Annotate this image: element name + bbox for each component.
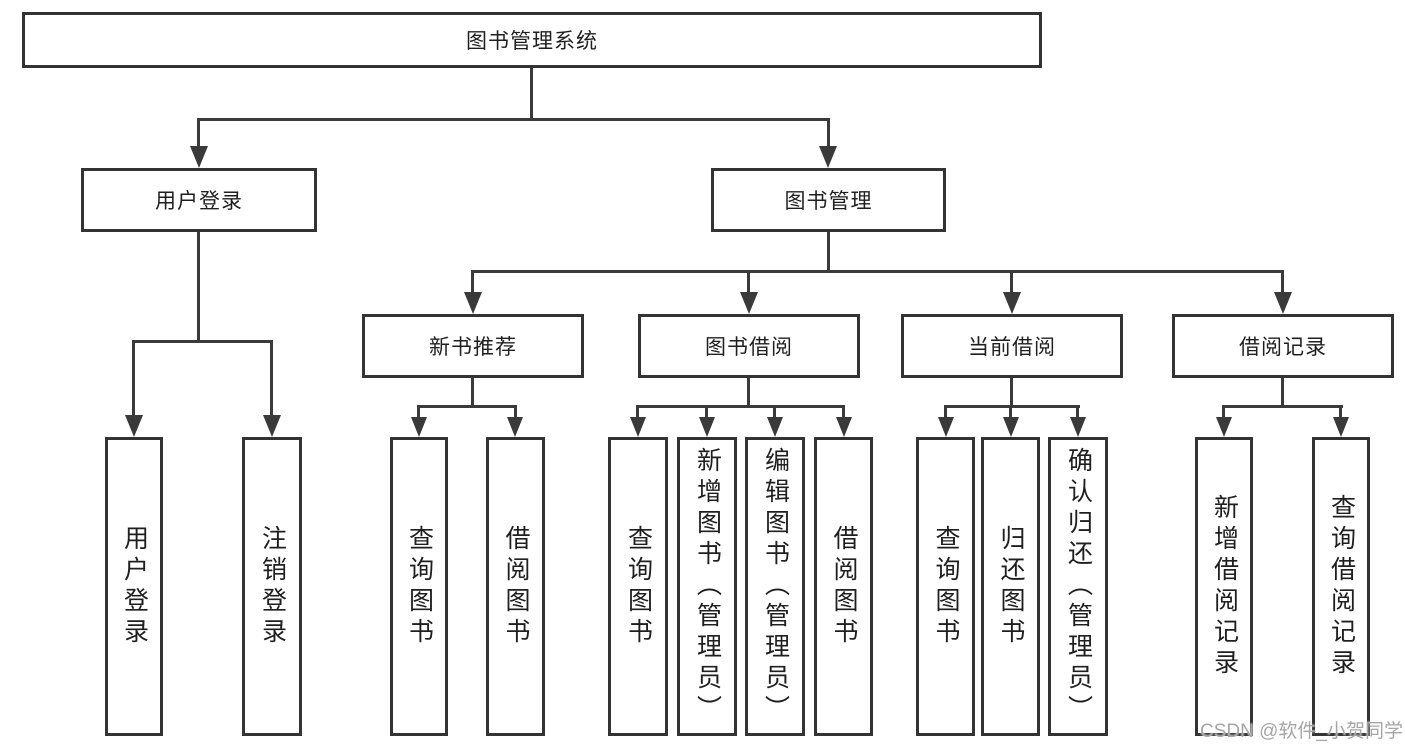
connector-line [747,376,750,407]
node-new-book-recommend-label: 新书推荐 [429,336,517,359]
connector-line [197,230,200,342]
node-book-management: 图书管理 [711,168,946,232]
arrow-down-icon [411,417,427,437]
node-leaf-user-login: 用户登录 [105,437,163,736]
node-leaf-add-borrow-record: 新增借阅记录 [1195,437,1253,736]
node-leaf-return-book-label: 归还图书 [997,524,1025,649]
connector-line [944,405,1080,408]
node-leaf-query-books-3: 查询图书 [916,437,975,736]
connector-line [132,340,273,343]
connector-line [1222,405,1225,419]
connector-line [944,405,947,419]
connector-line [132,340,135,418]
connector-line [1281,376,1284,407]
connector-line [827,118,830,148]
node-leaf-confirm-return-admin: 确认归还（管理员） [1048,437,1108,736]
node-book-borrowing: 图书借阅 [638,314,860,378]
connector-line [514,405,517,419]
connector-line [773,405,776,419]
node-leaf-confirm-return-admin-label: 确认归还（管理员） [1064,447,1093,726]
connector-line [1339,405,1342,419]
arrow-down-icon [699,417,715,437]
connector-line [417,405,420,419]
connector-line [1010,376,1013,407]
node-leaf-logout-label: 注销登录 [258,524,287,649]
connector-line [197,118,200,148]
arrow-down-icon [938,417,954,437]
node-leaf-edit-book-admin-label: 编辑图书（管理员） [761,447,790,726]
connector-line [471,376,474,407]
node-user-login-group: 用户登录 [81,168,317,232]
node-leaf-query-borrow-record: 查询借阅记录 [1312,437,1370,736]
node-leaf-add-borrow-record-label: 新增借阅记录 [1210,493,1239,680]
arrow-down-icon [1003,292,1021,314]
watermark-text: CSDN @软件_小贺同学 [1200,721,1403,742]
connector-line [636,405,639,419]
node-leaf-logout: 注销登录 [242,437,302,736]
arrow-down-icon [1070,417,1086,437]
connector-line [270,340,273,418]
node-root: 图书管理系统 [22,12,1042,68]
node-new-book-recommend: 新书推荐 [362,314,584,378]
connector-line [1009,405,1012,419]
arrow-down-icon [630,417,646,437]
connector-line [530,66,533,118]
arrow-down-icon [125,415,143,437]
connector-line [417,405,517,408]
connector-line [705,405,708,419]
node-root-label: 图书管理系统 [466,30,598,53]
arrow-down-icon [190,146,208,168]
arrow-down-icon [1003,417,1019,437]
node-leaf-return-book: 归还图书 [981,437,1040,736]
connector-line [197,118,830,121]
connector-line [1076,405,1079,419]
node-leaf-query-books-3-label: 查询图书 [932,524,960,649]
node-leaf-query-borrow-record-label: 查询借阅记录 [1327,493,1356,680]
arrow-down-icon [507,417,523,437]
node-leaf-add-book-admin: 新增图书（管理员） [677,437,737,736]
connector-line [1010,270,1013,296]
node-leaf-query-books-2-label: 查询图书 [624,524,653,649]
arrow-down-icon [819,146,837,168]
node-current-borrowing: 当前借阅 [901,314,1123,378]
node-leaf-borrow-books-1-label: 借阅图书 [502,524,530,649]
connector-line [827,230,830,272]
node-book-management-label: 图书管理 [784,190,873,213]
connector-line [471,270,1284,273]
connector-line [471,270,474,296]
arrow-down-icon [464,292,482,314]
arrow-down-icon [1333,417,1349,437]
node-borrowing-records: 借阅记录 [1172,314,1394,378]
arrow-down-icon [740,292,758,314]
node-leaf-borrow-books-2-label: 借阅图书 [830,524,858,649]
connector-line [636,405,845,408]
node-leaf-query-books-2: 查询图书 [608,437,668,736]
arrow-down-icon [767,417,783,437]
node-leaf-borrow-books-1: 借阅图书 [486,437,545,736]
node-leaf-query-books-1-label: 查询图书 [405,524,434,649]
connector-line [1281,270,1284,296]
connector-line [842,405,845,419]
node-leaf-edit-book-admin: 编辑图书（管理员） [745,437,805,736]
node-current-borrowing-label: 当前借阅 [968,336,1056,359]
arrow-down-icon [836,417,852,437]
node-leaf-query-books-1: 查询图书 [390,437,448,736]
node-user-login-group-label: 用户登录 [155,190,243,213]
node-leaf-borrow-books-2: 借阅图书 [814,437,873,736]
arrow-down-icon [263,415,281,437]
node-leaf-add-book-admin-label: 新增图书（管理员） [693,447,722,726]
node-leaf-user-login-label: 用户登录 [120,524,149,649]
connector-line [1222,405,1343,408]
node-book-borrowing-label: 图书借阅 [705,336,793,359]
connector-line [747,270,750,296]
arrow-down-icon [1216,417,1232,437]
node-borrowing-records-label: 借阅记录 [1239,336,1327,359]
arrow-down-icon [1274,292,1292,314]
